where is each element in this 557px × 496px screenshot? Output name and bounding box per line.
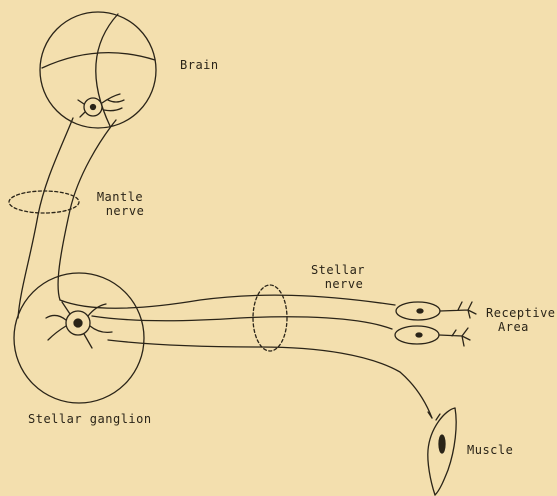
muscle-fiber [428, 408, 456, 495]
receptive-area-label-line2: Area [498, 320, 556, 334]
stellar-ganglion-label: Stellar ganglion [28, 412, 152, 426]
ganglion-neuron [46, 302, 112, 348]
stellar-nerve-label-line2: nerve [318, 277, 370, 291]
receptive-neuron-lower [395, 326, 470, 346]
stellar-nerve-fibers [60, 295, 432, 418]
mantle-nerve-label-line2: nerve [98, 204, 152, 218]
receptive-area-label: Receptive Area [486, 306, 556, 334]
muscle-label: Muscle [467, 443, 513, 457]
mantle-nerve-fiber [18, 118, 116, 318]
mantle-nerve-section-ring [9, 191, 79, 213]
brain-sphere [40, 12, 156, 128]
receptive-area-label-line1: Receptive [486, 306, 556, 320]
stellar-nerve-label-line1: Stellar [306, 263, 370, 277]
stellar-nerve-label: Stellar nerve [306, 263, 370, 291]
receptive-neuron-upper [396, 302, 476, 320]
mantle-nerve-label-line1: Mantle [88, 190, 152, 204]
stellar-ganglion [14, 273, 144, 403]
brain-neuron [78, 94, 124, 117]
mantle-nerve-label: Mantle nerve [88, 190, 152, 218]
brain-label: Brain [180, 58, 219, 72]
